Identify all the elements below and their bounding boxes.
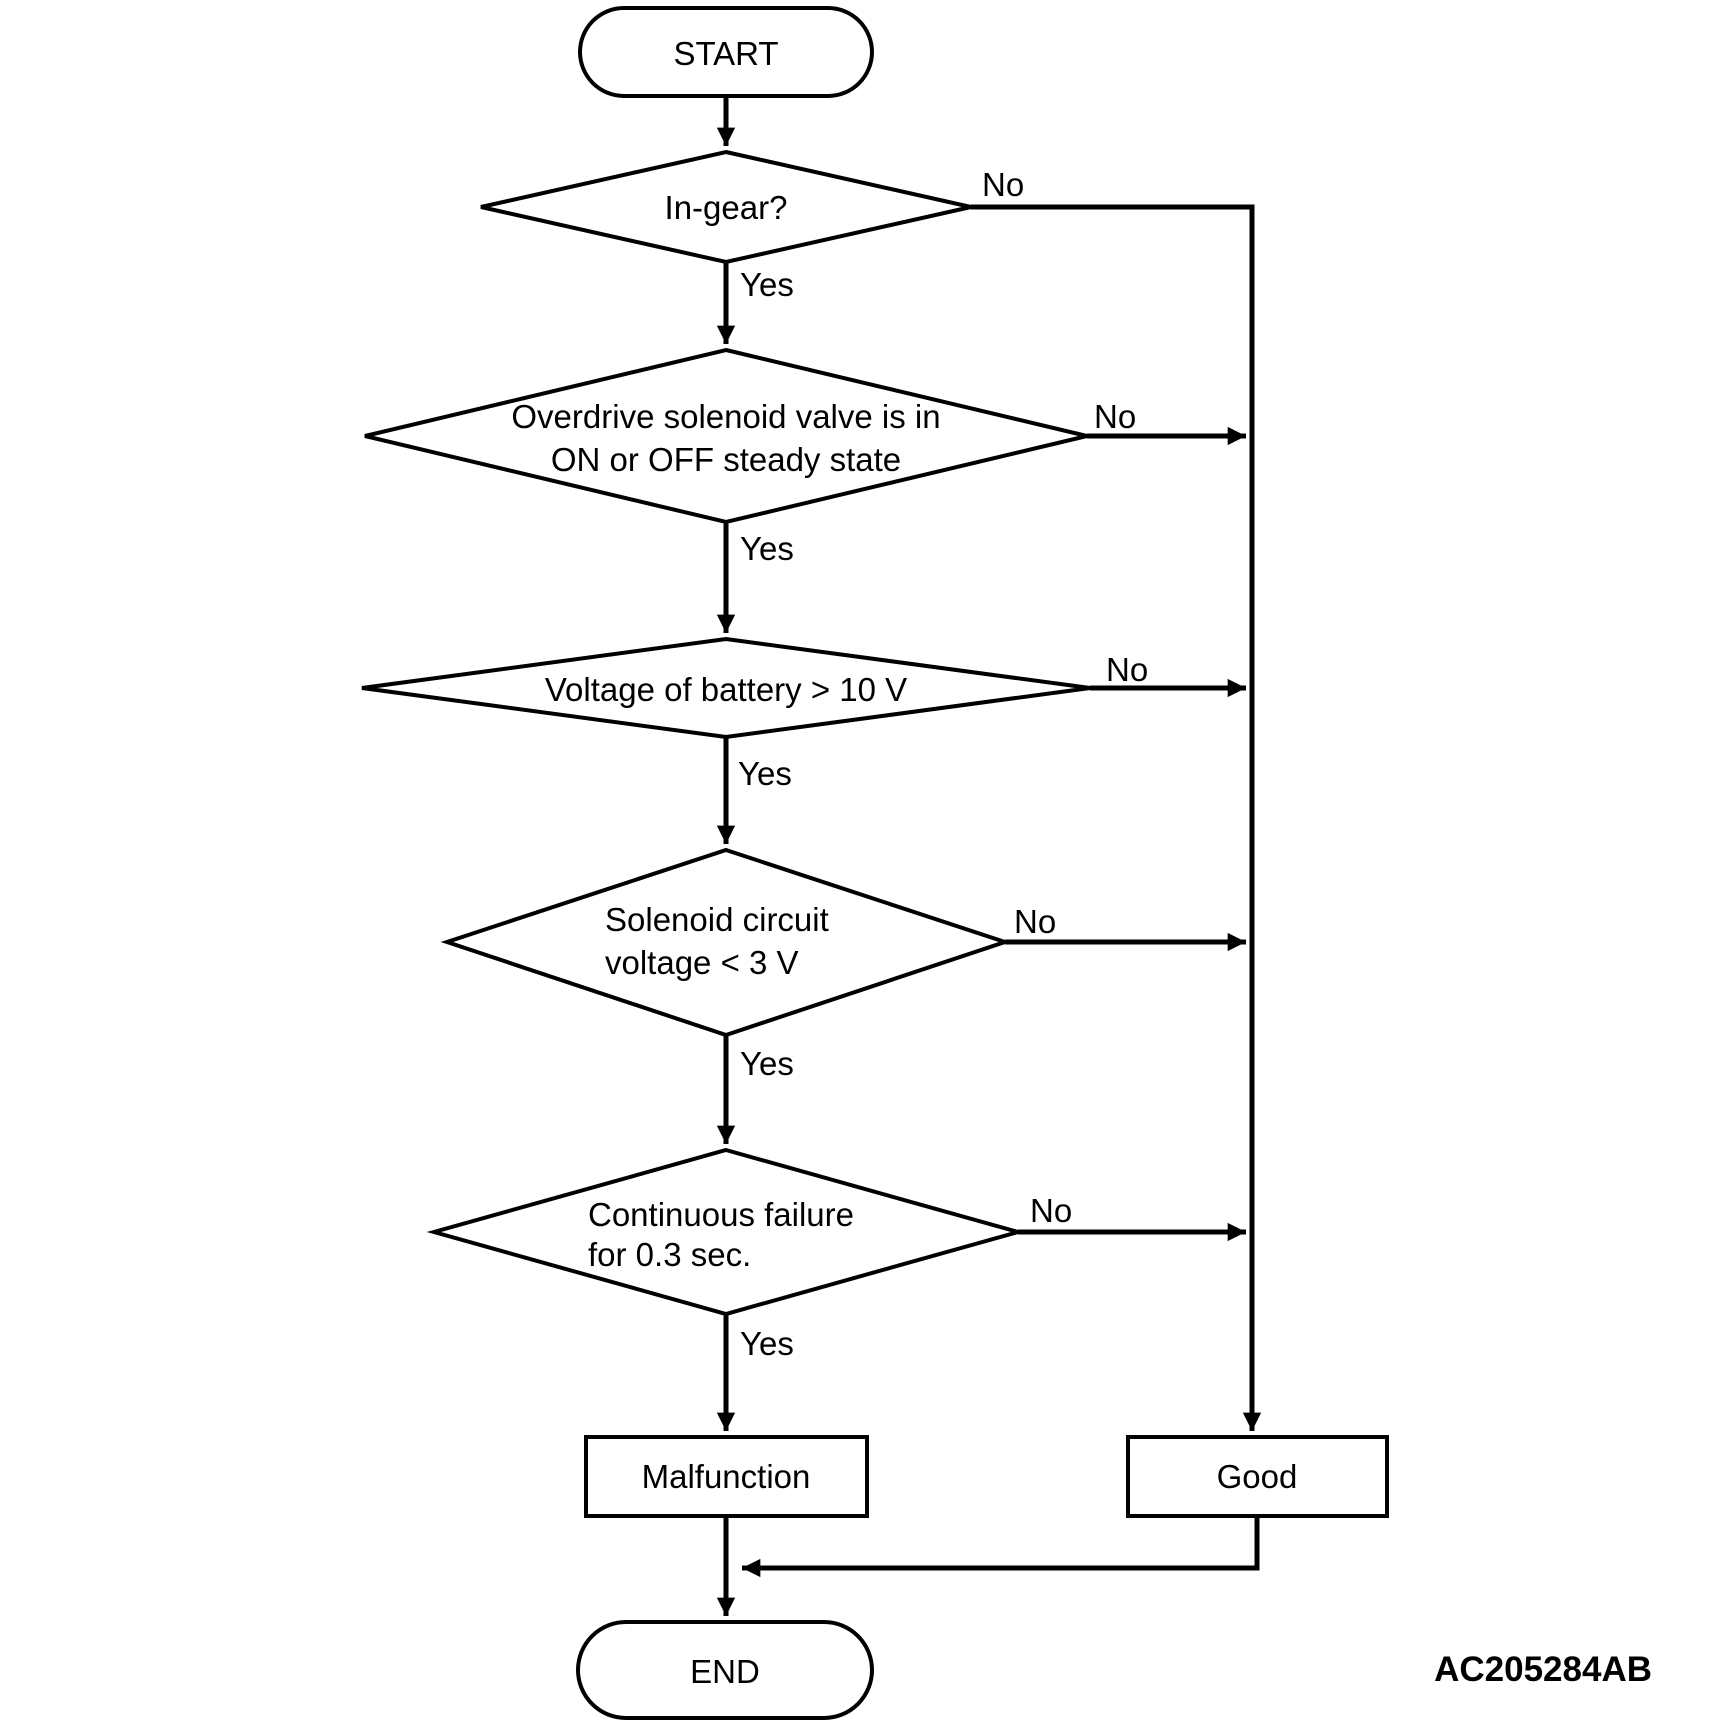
decision-overdrive-label-line1: Overdrive solenoid valve is in xyxy=(511,398,940,435)
good-label: Good xyxy=(1217,1458,1298,1495)
decision-circuit-voltage-diamond xyxy=(440,847,1012,1038)
start-label: START xyxy=(673,35,778,72)
malfunction-label: Malfunction xyxy=(642,1458,811,1495)
yes-label: Yes xyxy=(740,266,794,303)
no-label: No xyxy=(1030,1192,1072,1229)
yes-label: Yes xyxy=(738,755,792,792)
decision-circuit-voltage-label-line1: Solenoid circuit xyxy=(605,901,829,938)
end-label: END xyxy=(690,1653,760,1690)
decision-overdrive-diamond xyxy=(364,347,1088,525)
start-terminator xyxy=(578,6,874,98)
good-process-box xyxy=(1126,1435,1389,1518)
malfunction-process-box xyxy=(584,1435,869,1518)
decision-battery-voltage-label: Voltage of battery > 10 V xyxy=(545,671,907,708)
yes-label: Yes xyxy=(740,1325,794,1362)
no-label: No xyxy=(982,166,1024,203)
decision-overdrive-label-line2: ON or OFF steady state xyxy=(551,441,901,478)
connector-good-to-merge xyxy=(742,1516,1260,1578)
decision-circuit-voltage-label-line2: voltage < 3 V xyxy=(605,944,799,981)
decision-battery-voltage-diamond xyxy=(361,636,1091,740)
decision-continuous-failure-diamond xyxy=(426,1147,1026,1317)
decision-continuous-failure-label-line2: for 0.3 sec. xyxy=(588,1236,751,1273)
decision-in-gear-diamond xyxy=(480,149,972,265)
no-label: No xyxy=(1094,398,1136,435)
no-label: No xyxy=(1014,903,1056,940)
end-terminator xyxy=(576,1620,874,1720)
decision-continuous-failure-label-line1: Continuous failure xyxy=(588,1196,854,1233)
yes-label: Yes xyxy=(740,1045,794,1082)
decision-in-gear-label: In-gear? xyxy=(665,189,788,226)
connector-ingear-no-to-good xyxy=(971,204,1262,1431)
figure-code: AC205284AB xyxy=(1434,1650,1652,1689)
yes-label: Yes xyxy=(740,530,794,567)
no-label: No xyxy=(1106,651,1148,688)
